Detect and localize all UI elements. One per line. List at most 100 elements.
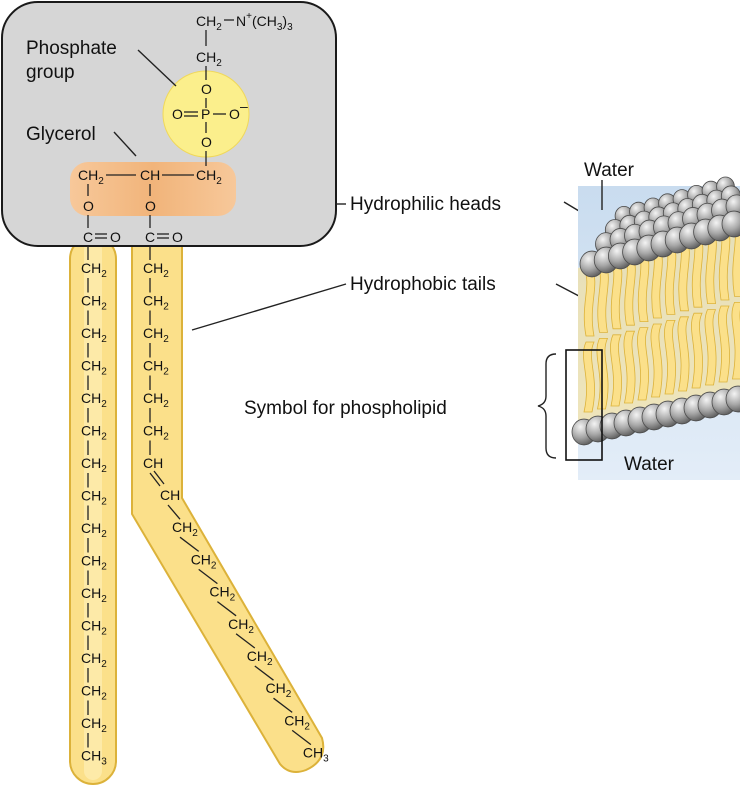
ch2-group: CH2 xyxy=(81,520,107,540)
hydrophobic-tails-label: Hydrophobic tails xyxy=(350,274,496,295)
svg-text:CH2: CH2 xyxy=(78,167,104,187)
bond xyxy=(273,697,293,713)
bilayer-tail-lower xyxy=(691,312,703,389)
bilayer-tail-upper xyxy=(596,263,609,333)
ch2-group: CH2 xyxy=(81,293,107,313)
bilayer-tail-upper xyxy=(583,267,596,337)
bond xyxy=(217,601,237,617)
hydrophilic-heads-label: Hydrophilic heads xyxy=(350,194,501,215)
bilayer-tail-upper xyxy=(731,221,740,297)
ch2-group: CH2 xyxy=(143,390,169,410)
bilayer-tail-upper xyxy=(691,234,704,308)
phosphate-group-label-line1: Phosphate xyxy=(26,38,117,59)
svg-text:CH2: CH2 xyxy=(196,13,222,33)
svg-text:CH2: CH2 xyxy=(196,167,222,187)
bilayer-tail-upper xyxy=(664,242,677,315)
bilayer-tail-lower xyxy=(731,302,740,380)
phospholipid-head xyxy=(721,210,740,238)
ch2-group: CH2 xyxy=(81,390,107,410)
hydrophobic-tail-unsaturated xyxy=(131,235,325,773)
bilayer-tail-lower xyxy=(637,327,649,401)
bilayer-tail-upper xyxy=(718,225,731,301)
ch2-group: CH2 xyxy=(143,260,169,280)
ch2-group: CH2 xyxy=(284,712,310,732)
svg-text:CH2: CH2 xyxy=(196,49,222,69)
ch2-group: CH2 xyxy=(143,423,169,443)
symbol-for-phospholipid-label: Symbol for phospholipid xyxy=(244,398,447,419)
water-top-label: Water xyxy=(584,160,635,181)
ch2-group: CH2 xyxy=(81,683,107,703)
choline-group: CH2 N+(CH3)3 CH2 xyxy=(196,11,293,80)
svg-text:O: O xyxy=(110,229,121,245)
bond xyxy=(198,568,218,585)
bilayer-tail-upper xyxy=(650,246,663,319)
ester-carbonyls: C O C O xyxy=(83,229,183,245)
ch2-group: CH2 xyxy=(143,358,169,378)
ch2-group: CH2 xyxy=(81,455,107,475)
svg-text:–: – xyxy=(240,98,248,114)
ch2-group: CH2 xyxy=(81,358,107,378)
phospholipid-head xyxy=(725,385,740,413)
svg-text:O: O xyxy=(201,134,212,150)
ch2-group: CH2 xyxy=(172,519,198,539)
phospholipid-symbol xyxy=(565,349,603,461)
svg-text:O: O xyxy=(145,198,156,214)
glycerol-label: Glycerol xyxy=(26,124,96,145)
bilayer-tail-lower xyxy=(677,316,690,392)
bilayer-tail-upper xyxy=(637,250,650,322)
ch2-group: CH2 xyxy=(266,680,292,700)
bilayer-tail-lower xyxy=(704,309,717,386)
ch2-group: CH2 xyxy=(81,650,107,670)
bilayer-tail-lower xyxy=(583,341,595,413)
ch3-group: CH3 xyxy=(303,745,329,765)
phosphate-group: O O P O – O xyxy=(172,81,248,166)
svg-text:O: O xyxy=(201,81,212,97)
ch2-group: CH2 xyxy=(143,325,169,345)
membrane-bilayer xyxy=(571,176,740,480)
ch2-group: CH2 xyxy=(81,553,107,573)
bilayer-tail-lower xyxy=(718,305,730,383)
hydrophobic-leader-left xyxy=(191,283,347,331)
bilayer-tail-lower xyxy=(623,330,636,404)
water-bottom-label: Water xyxy=(624,454,675,475)
bilayer-tail-upper xyxy=(704,229,717,304)
phosphate-group-label-line2: group xyxy=(26,62,75,83)
svg-text:CH: CH xyxy=(140,167,160,183)
glycerol-backbone: CH2 CH CH2 O O xyxy=(78,167,222,228)
ch3-group: CH3 xyxy=(81,748,107,768)
unsaturated-chain: CH2CH2CH2CH2CH2CH2CHCHCH2CH2CH2CH2CH2CH2… xyxy=(143,246,329,765)
alkene-ch: CH xyxy=(160,487,180,503)
bond xyxy=(179,536,200,552)
phosphate-leader xyxy=(137,49,177,87)
hydrophobic-tail-saturated xyxy=(69,235,117,785)
ch2-group: CH2 xyxy=(81,260,107,280)
ch2-group: CH2 xyxy=(228,616,254,636)
svg-text:O: O xyxy=(229,106,240,122)
ch2-group: CH2 xyxy=(81,423,107,443)
ch2-group: CH2 xyxy=(143,293,169,313)
ch2-group: CH2 xyxy=(81,618,107,638)
bilayer-tail-upper xyxy=(677,238,690,312)
glycerol-leader xyxy=(113,131,137,157)
bond xyxy=(167,504,181,520)
double-bond xyxy=(149,472,161,487)
bilayer-tail-lower xyxy=(610,334,622,407)
alkene-ch: CH xyxy=(143,455,163,471)
svg-text:C: C xyxy=(145,229,155,245)
bond xyxy=(235,633,256,649)
ch2-group: CH2 xyxy=(191,551,217,571)
svg-text:N+(CH3)3: N+(CH3)3 xyxy=(236,11,293,33)
ch2-group: CH2 xyxy=(209,584,235,604)
saturated-chain: CH2CH2CH2CH2CH2CH2CH2CH2CH2CH2CH2CH2CH2C… xyxy=(81,246,107,768)
svg-text:O: O xyxy=(172,229,183,245)
svg-text:O: O xyxy=(83,198,94,214)
ch2-group: CH2 xyxy=(81,585,107,605)
bilayer-tail-upper xyxy=(610,259,623,330)
svg-text:P: P xyxy=(201,106,210,122)
ch2-group: CH2 xyxy=(247,648,273,668)
bond xyxy=(291,729,312,746)
bilayer-tail-upper xyxy=(623,255,636,326)
svg-text:O: O xyxy=(172,106,183,122)
bond xyxy=(254,665,274,681)
